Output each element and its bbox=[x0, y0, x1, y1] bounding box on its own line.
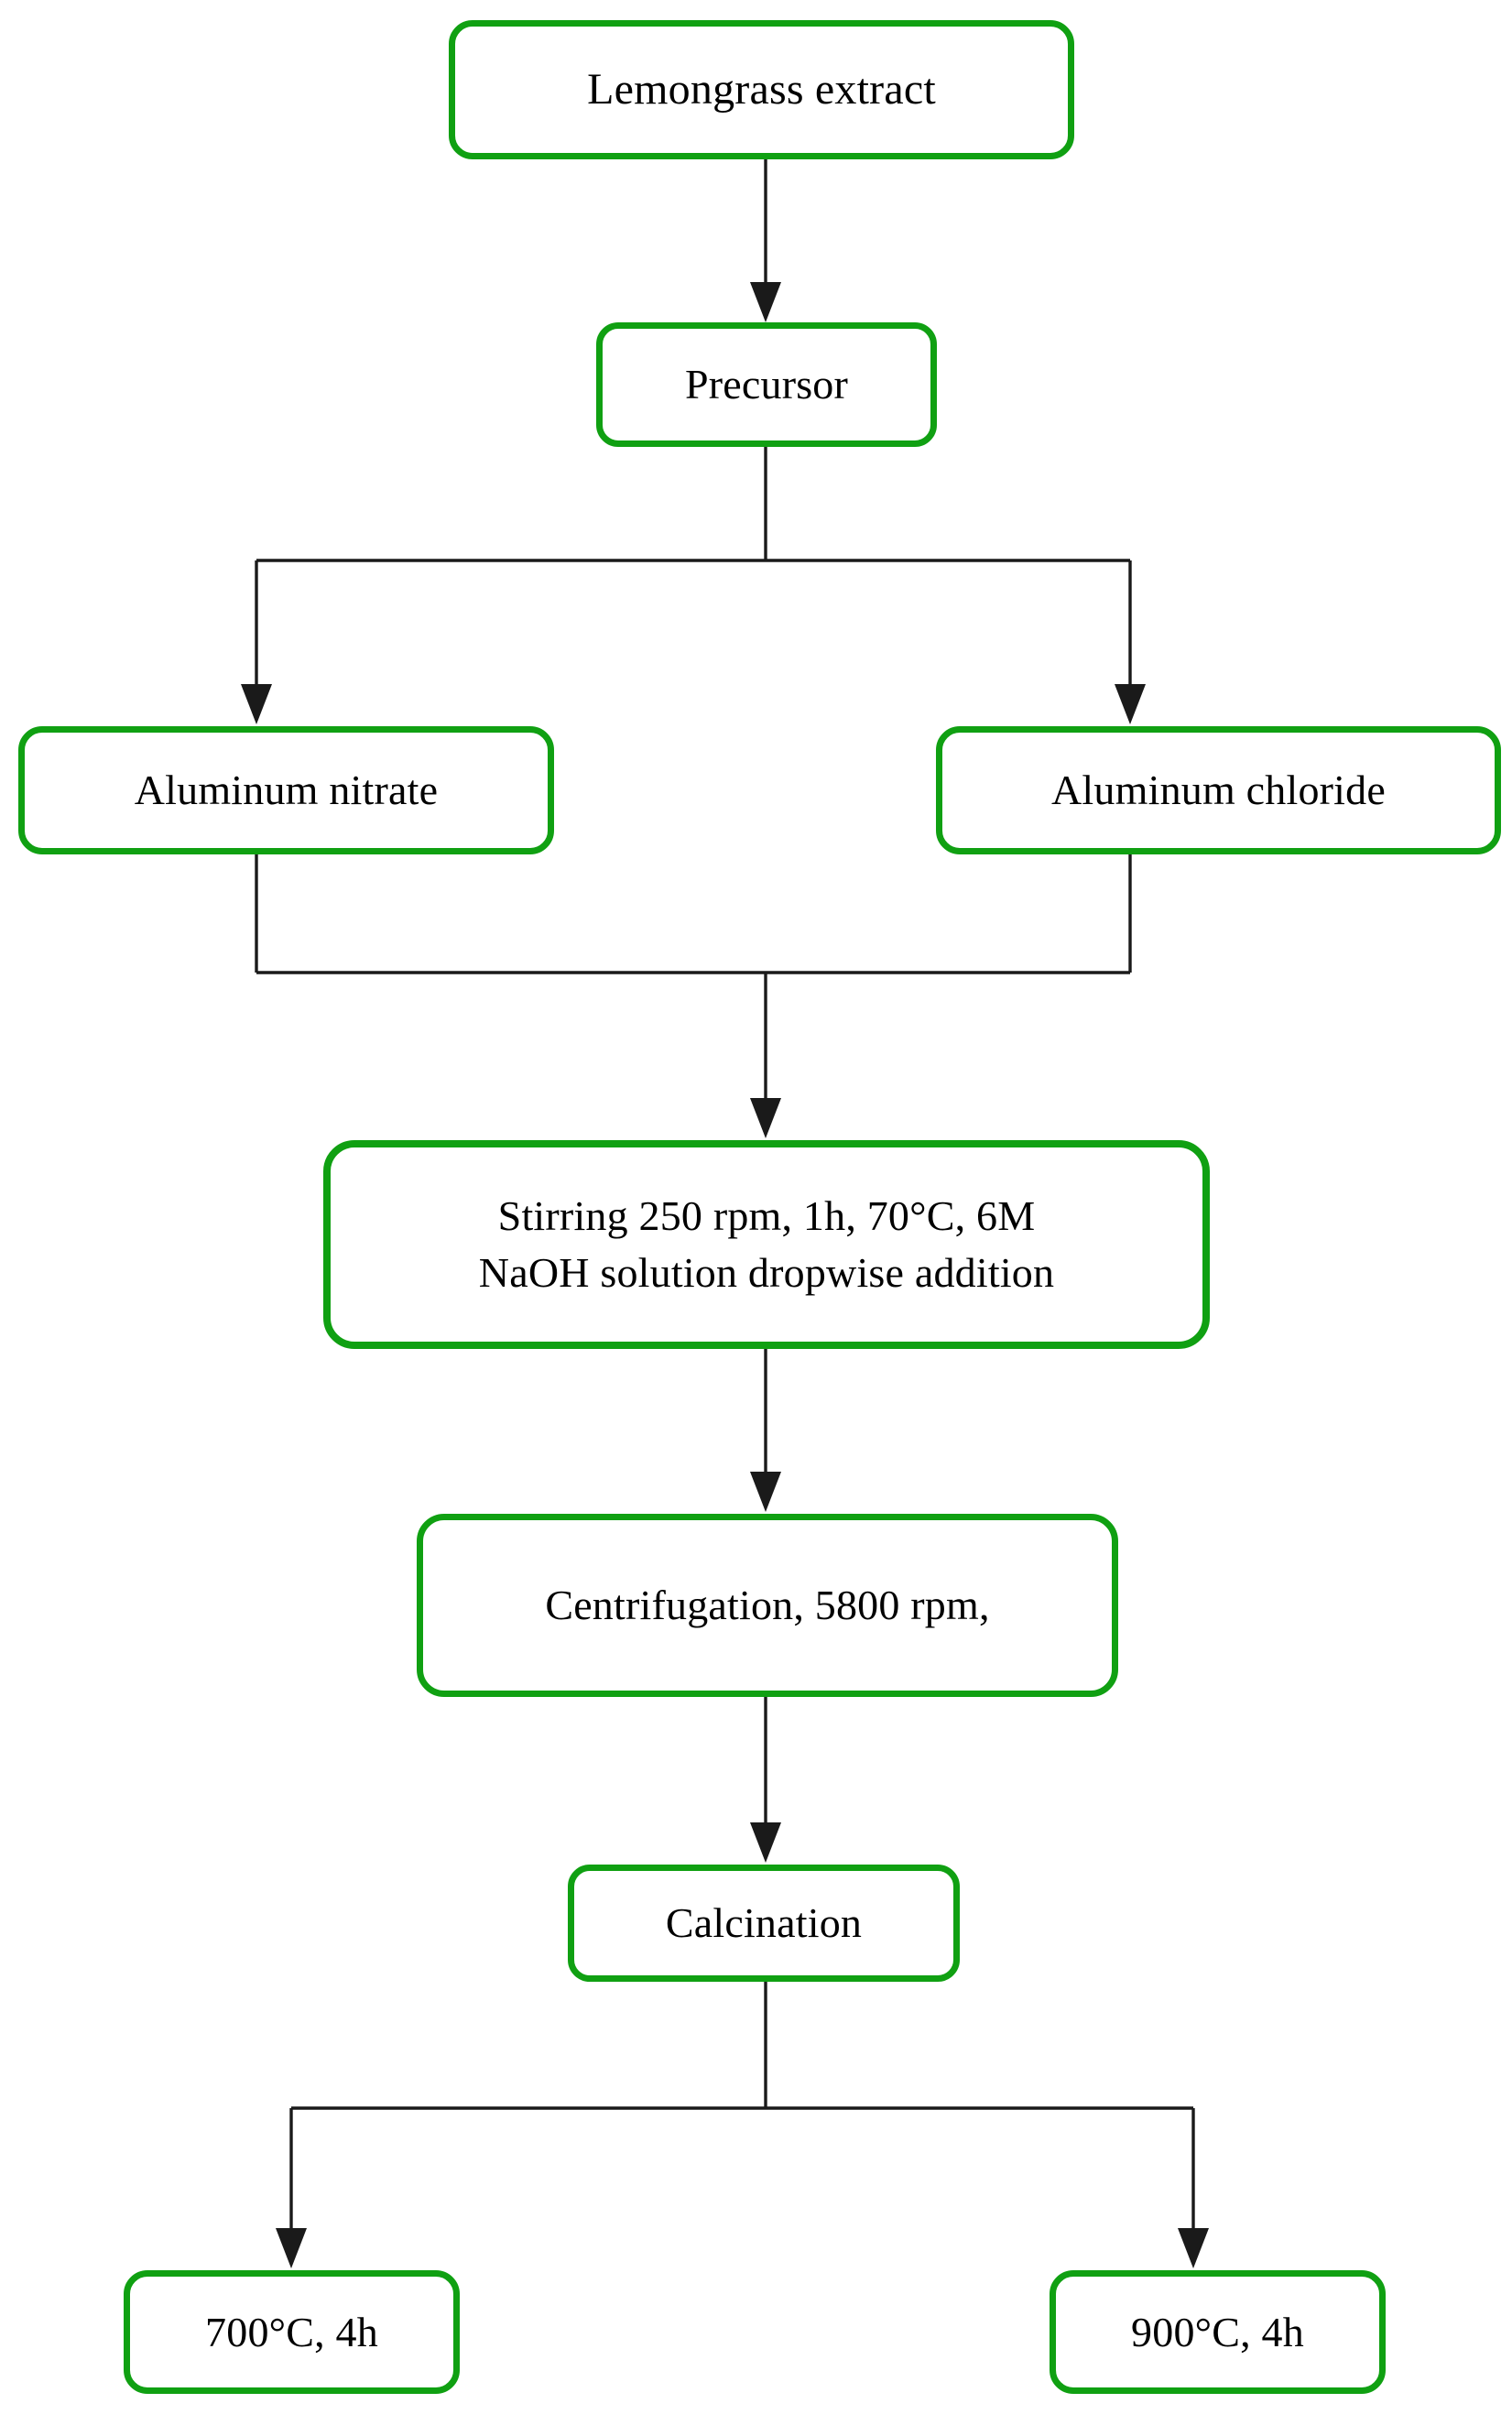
node-label-lemongrass-extract: Lemongrass extract bbox=[587, 64, 936, 114]
arrowhead bbox=[1178, 2228, 1209, 2268]
node-temperature-700[interactable]: 700°C, 4h bbox=[124, 2270, 460, 2394]
node-temperature-900[interactable]: 900°C, 4h bbox=[1050, 2270, 1386, 2394]
arrowhead bbox=[241, 684, 272, 724]
connector-calcination-split bbox=[289, 1982, 1195, 2256]
arrowhead bbox=[750, 1098, 781, 1138]
connector-precursor-split bbox=[255, 447, 1132, 712]
arrowhead bbox=[750, 1472, 781, 1512]
node-precursor[interactable]: Precursor bbox=[596, 322, 937, 447]
node-label-centrifugation: Centrifugation, 5800 rpm, bbox=[545, 1582, 990, 1629]
node-label-aluminum-chloride: Aluminum chloride bbox=[1051, 767, 1386, 814]
arrowhead bbox=[750, 1822, 781, 1863]
node-calcination[interactable]: Calcination bbox=[568, 1865, 960, 1982]
arrowhead bbox=[750, 282, 781, 322]
node-label-precursor: Precursor bbox=[684, 361, 849, 408]
node-label-calcination: Calcination bbox=[665, 1899, 863, 1947]
node-label-temperature-900: 900°C, 4h bbox=[1131, 2308, 1304, 2355]
node-label-temperature-700: 700°C, 4h bbox=[205, 2308, 378, 2355]
node-label-stirring: Stirring 250 rpm, 1h, 70°C, 6M NaOH solu… bbox=[478, 1192, 1055, 1296]
arrowhead bbox=[1115, 684, 1146, 724]
node-stirring[interactable]: Stirring 250 rpm, 1h, 70°C, 6M NaOH solu… bbox=[323, 1140, 1210, 1349]
node-aluminum-chloride[interactable]: Aluminum chloride bbox=[936, 726, 1501, 854]
node-centrifugation[interactable]: Centrifugation, 5800 rpm, bbox=[417, 1514, 1118, 1697]
node-lemongrass-extract[interactable]: Lemongrass extract bbox=[449, 20, 1074, 159]
node-label-aluminum-nitrate: Aluminum nitrate bbox=[134, 767, 439, 814]
connector-aluminum-merge-to-stirring bbox=[255, 854, 1132, 1126]
arrowhead bbox=[276, 2228, 307, 2268]
node-aluminum-nitrate[interactable]: Aluminum nitrate bbox=[18, 726, 554, 854]
